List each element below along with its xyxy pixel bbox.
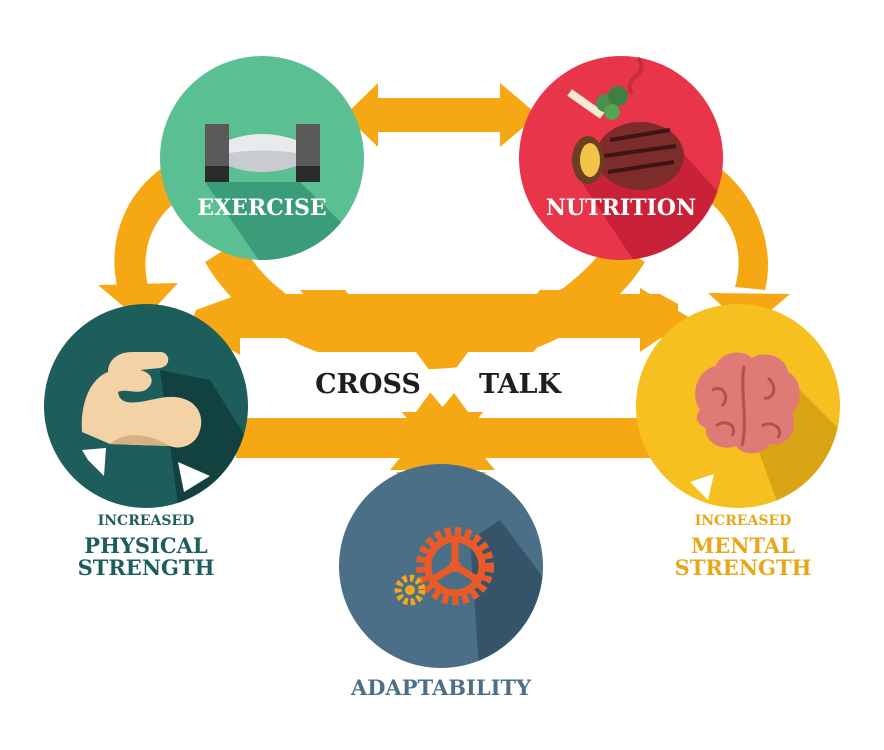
flexed-arm-icon [81,352,210,492]
mental-caption-line2: STRENGTH [675,555,812,580]
nutrition-node: NUTRITION [519,56,723,260]
exercise-label: EXERCISE [197,195,326,221]
mental-caption-small: INCREASED [695,513,792,529]
cross-label: CROSS [315,369,421,400]
exercise-node: EXERCISE [160,56,364,260]
talk-label: TALK [479,369,563,400]
mental-notch [690,474,714,500]
mental-caption-line1: MENTAL [691,533,795,558]
physical-caption: INCREASED PHYSICAL STRENGTH [78,513,215,580]
dumbbell-icon [205,124,320,182]
physical-caption-line1: PHYSICAL [84,533,208,558]
mental-caption: INCREASED MENTAL STRENGTH [675,513,812,580]
gears-icon [394,527,494,606]
brain-icon [695,352,800,454]
talk-white-arrow [446,352,640,412]
cross-white-arrow [240,352,438,412]
mental-node [636,304,840,508]
adaptability-caption: ADAPTABILITY [350,675,532,700]
adaptability-node [339,464,543,668]
exercise-nutrition-double-arrow [345,83,538,147]
physical-caption-small: INCREASED [98,513,195,529]
nutrition-label: NUTRITION [546,195,696,221]
physical-caption-line2: STRENGTH [78,555,215,580]
adaptability-shadow [470,520,543,668]
exercise-to-physical-arrowhead [98,283,178,322]
upper-band-to-mental [640,288,690,352]
steak-icon [567,56,684,190]
cross-talk-panel: CROSS TALK [240,352,640,412]
physical-node [44,304,248,508]
